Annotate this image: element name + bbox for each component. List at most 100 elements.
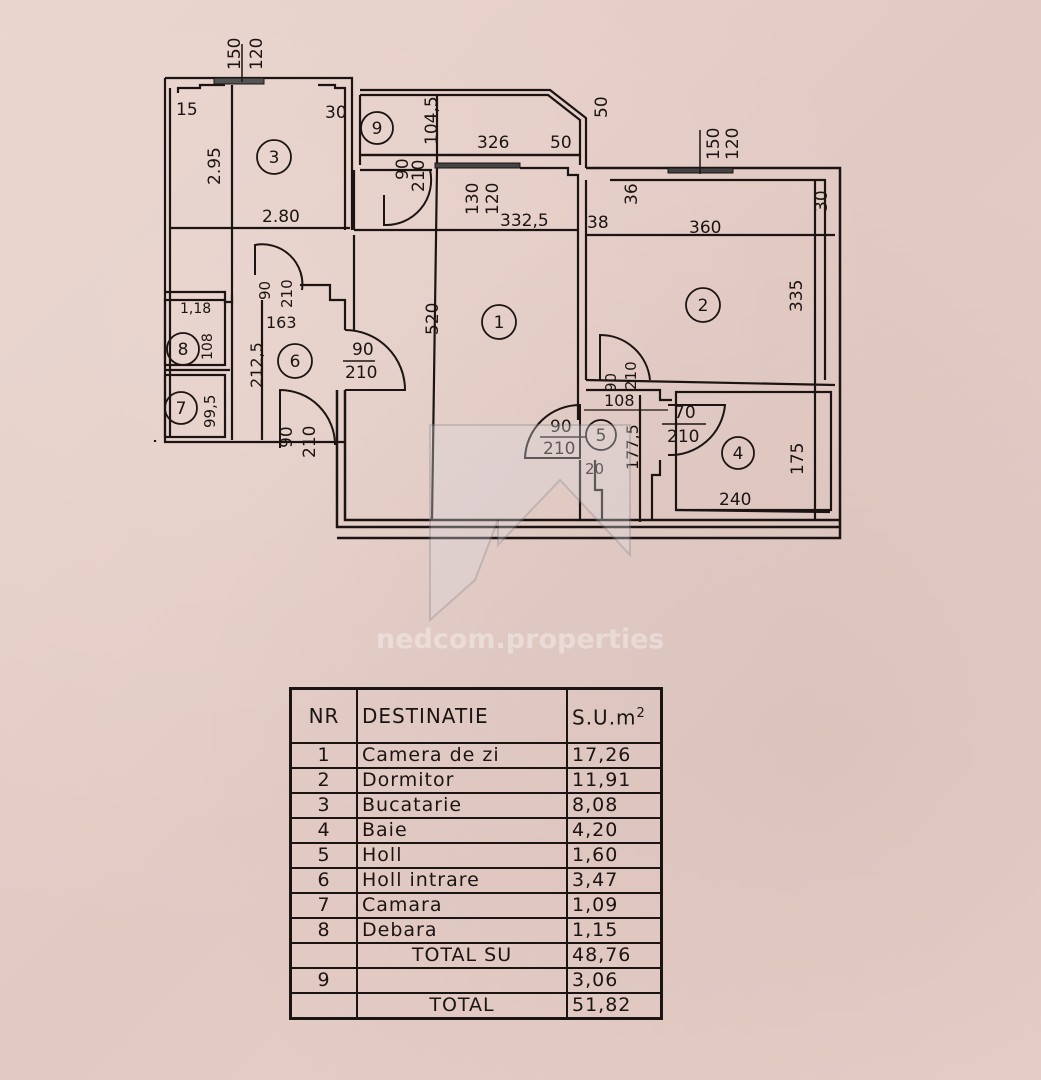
- cell-area: 11,91: [566, 767, 663, 794]
- cell-area: 1,15: [566, 917, 663, 944]
- cell-destination: Holl: [356, 842, 568, 869]
- total-su-value: 48,76: [566, 942, 663, 969]
- cell-nr: 4: [289, 817, 358, 844]
- dim-door-balcony-a: 90: [393, 158, 413, 180]
- total-su-label: TOTAL SU: [356, 942, 568, 969]
- dim-door-hall5-a: 90: [550, 417, 572, 437]
- table-header-row: NR DESTINATIE S.U.m2: [289, 687, 663, 744]
- room-number-4: 4: [733, 444, 744, 464]
- watermark-logo: [429, 424, 631, 623]
- dim-kitchen-height: 2.95: [205, 147, 225, 185]
- dim-door-hall5-b: 210: [543, 439, 575, 459]
- cell-nr: 6: [289, 867, 358, 894]
- cell-area: 3,06: [566, 967, 663, 994]
- cell-destination: Camera de zi: [356, 742, 568, 769]
- door-living-arc: [344, 329, 407, 391]
- room-number-3: 3: [269, 148, 280, 168]
- watermark-text: nedcom.properties: [376, 624, 665, 655]
- cell-area: 17,26: [566, 742, 663, 769]
- dim-door-entry-a: 90: [277, 426, 297, 448]
- door-balcony-arc: [383, 169, 433, 227]
- dim-bath-width: 240: [719, 490, 751, 510]
- room-number-6: 6: [290, 352, 301, 372]
- dim-door-bath-a: 70: [674, 403, 696, 423]
- left-outer-wall: [163, 78, 345, 444]
- dim-kitchen-30: 30: [325, 103, 347, 123]
- header-nr: NR: [289, 687, 358, 744]
- cell-nr: 7: [289, 892, 358, 919]
- dim-debara-width: 1,18: [180, 301, 211, 317]
- cell-area: 1,09: [566, 892, 663, 919]
- dim-bedroom-window-a: 150: [704, 128, 724, 160]
- cell-destination: Camara: [356, 892, 568, 919]
- dim-door-bedroom-a: 90: [602, 373, 620, 392]
- room-number-5: 5: [596, 426, 607, 446]
- door-kitchen-arc: [254, 243, 304, 291]
- header-area: S.U.m2: [566, 687, 663, 744]
- cell-nr: 8: [289, 917, 358, 944]
- dim-door-living-a: 90: [352, 340, 374, 360]
- dim-hall-width: 163: [266, 313, 297, 332]
- dim-door-kitchen-b: 210: [278, 279, 296, 308]
- dim-door-living-b: 210: [345, 363, 377, 383]
- header-destination: DESTINATIE: [356, 687, 568, 744]
- cell-destination: [356, 967, 568, 994]
- door-bath-arc: [667, 404, 727, 457]
- cell-area: 1,60: [566, 842, 663, 869]
- door-entry-arc: [279, 388, 336, 448]
- door-bedroom-arc: [599, 333, 651, 381]
- dim-window-kitchen-b: 120: [247, 38, 267, 70]
- dim-bath-height: 175: [788, 443, 808, 475]
- dim-bedroom-width: 360: [689, 218, 721, 238]
- cell-nr: 3: [289, 792, 358, 819]
- room-number-1: 1: [494, 313, 505, 333]
- dim-living-window-b: 120: [483, 183, 503, 215]
- dim-door-bedroom-b: 210: [622, 361, 640, 390]
- dim-balcony-chamfer-v: 50: [592, 96, 612, 118]
- room-number-2: 2: [698, 296, 709, 316]
- cell-destination: Baie: [356, 817, 568, 844]
- dim-hall5-height: 177,5: [623, 424, 642, 470]
- dim-hall5-20: 20: [585, 460, 604, 478]
- cell-nr: 9: [289, 967, 358, 994]
- cell-nr: 1: [289, 742, 358, 769]
- dim-bedroom-height: 335: [787, 280, 807, 312]
- dim-balcony-width: 326: [477, 133, 509, 153]
- dim-balcony-depth: 104,5: [422, 96, 442, 145]
- dim-kitchen-15: 15: [176, 100, 198, 120]
- dim-door-entry-b: 210: [300, 426, 320, 458]
- room-number-9: 9: [372, 119, 383, 139]
- dim-hall-height: 212,5: [247, 342, 266, 388]
- cell-area: 3,47: [566, 867, 663, 894]
- cell-destination: Debara: [356, 917, 568, 944]
- cell-area: 8,08: [566, 792, 663, 819]
- dim-living-width: 332,5: [500, 211, 549, 231]
- dim-balcony-chamfer: 50: [550, 133, 572, 153]
- total-value: 51,82: [566, 992, 663, 1020]
- dim-bedroom-30: 30: [812, 190, 832, 212]
- dim-camara-height: 99,5: [201, 395, 219, 428]
- dim-debara-height: 108: [200, 333, 216, 360]
- cell-nr: 2: [289, 767, 358, 794]
- cell-nr: 5: [289, 842, 358, 869]
- dim-bedroom-38: 38: [587, 213, 609, 233]
- dim-door-balcony-b: 210: [409, 160, 429, 192]
- dim-living-window-a: 130: [463, 183, 483, 215]
- room-number-8: 8: [178, 340, 189, 360]
- cell-destination: Dormitor: [356, 767, 568, 794]
- dim-kitchen-width: 2.80: [262, 207, 300, 227]
- dim-door-kitchen-a: 90: [256, 281, 274, 300]
- cell-destination: Holl intrare: [356, 867, 568, 894]
